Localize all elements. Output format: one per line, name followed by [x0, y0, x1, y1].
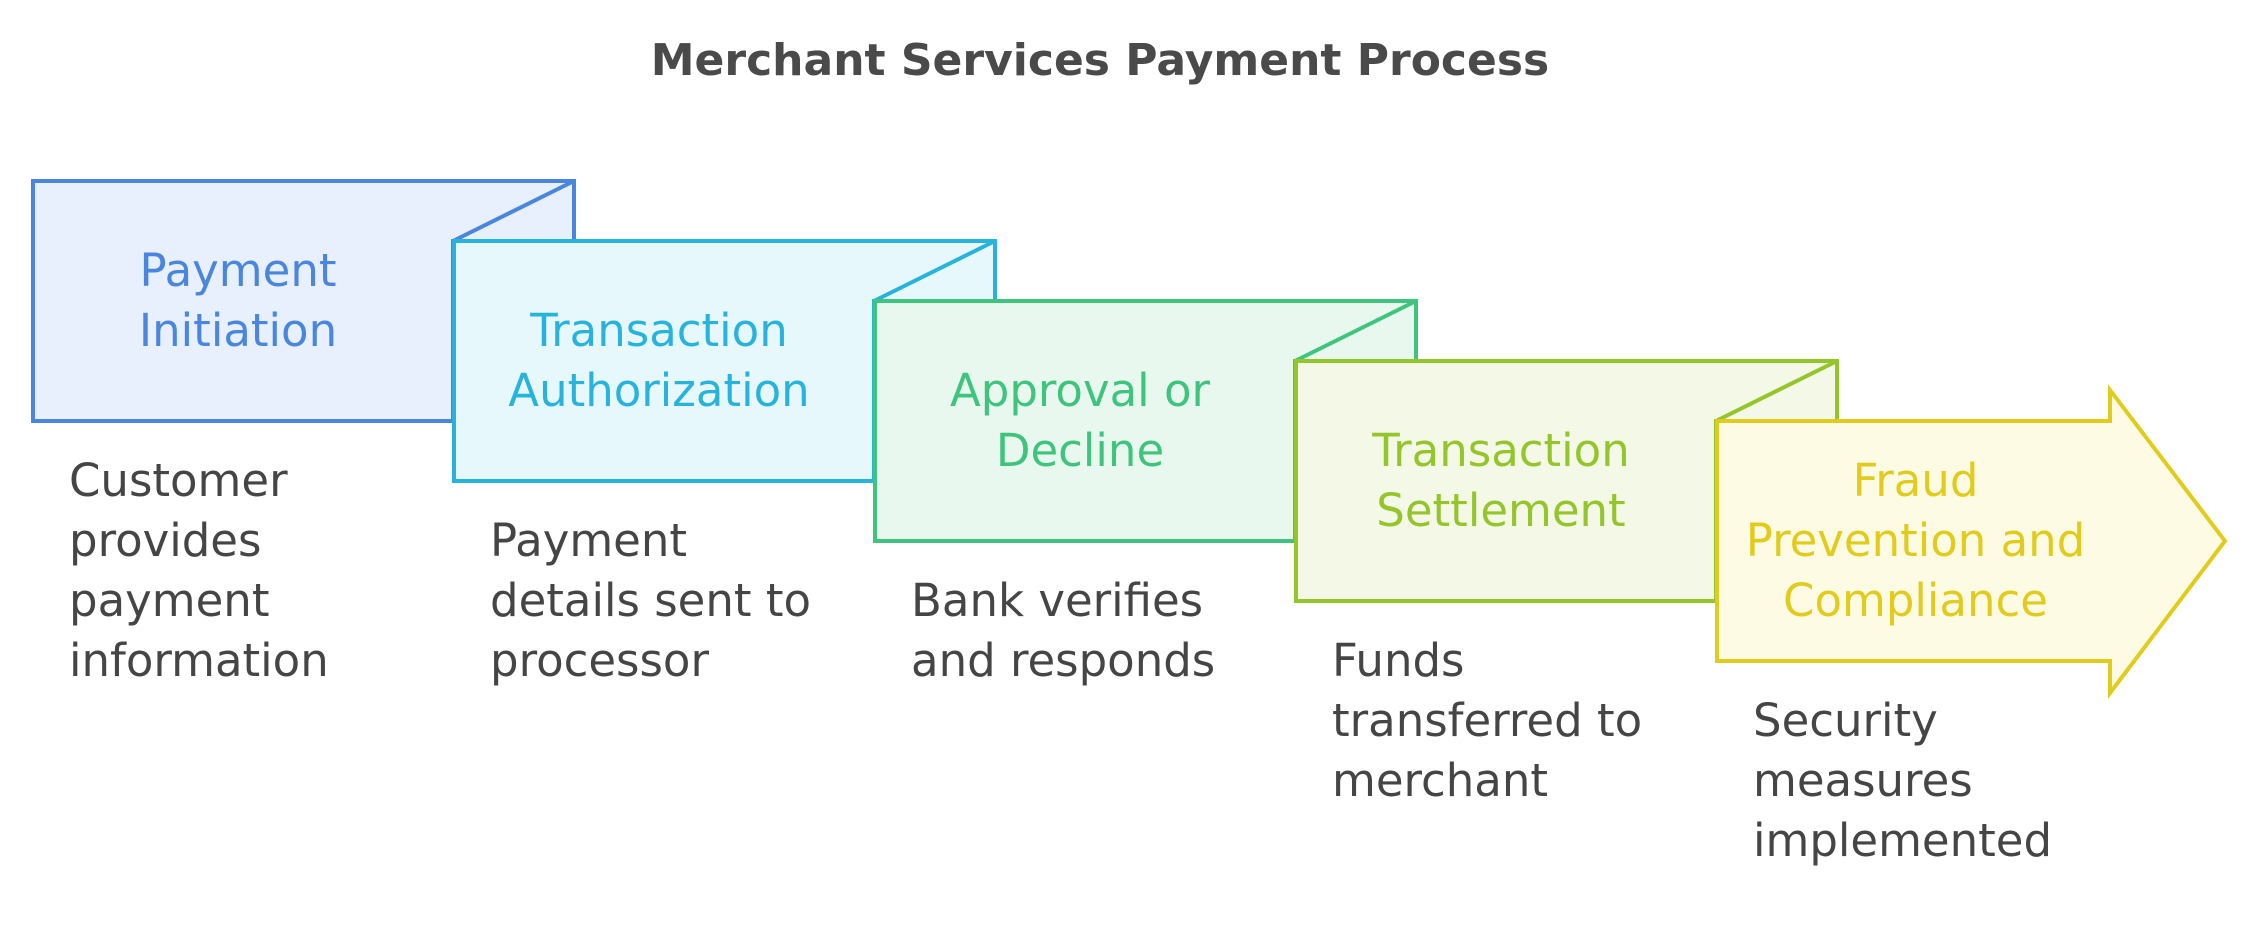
step-description-line: payment [69, 574, 269, 627]
step-arrow-shape [1715, 384, 2228, 699]
step-label-line: Fraud [1853, 454, 1979, 507]
step-description: Payment details sent to processor [490, 514, 811, 687]
step-label-line: Settlement [1376, 484, 1625, 537]
step-description-line: measures [1753, 754, 1973, 807]
step-description-line: merchant [1332, 754, 1548, 807]
step-label-line: Authorization [508, 364, 809, 417]
step-description: Funds transferred to merchant [1332, 634, 1642, 807]
step-description-line: Payment [490, 514, 687, 567]
step-description-line: processor [490, 634, 709, 687]
step-label-line: Transaction [529, 304, 787, 357]
step-description-line: information [69, 634, 329, 687]
step-description-line: Funds [1332, 634, 1464, 687]
step-label-line: Transaction [1371, 424, 1629, 477]
step-label-line: Initiation [139, 304, 337, 357]
step-label-line: Decline [996, 424, 1164, 477]
step-description-line: provides [69, 514, 261, 567]
step-label-line: Prevention and [1746, 514, 2086, 567]
step-description-line: transferred to [1332, 694, 1642, 747]
step-description-line: Customer [69, 454, 288, 507]
step-description-line: details sent to [490, 574, 811, 627]
step-fold-edge [1715, 359, 1838, 423]
step-label-line: Approval or [950, 364, 1211, 417]
step-description: Bank verifies and responds [911, 574, 1215, 687]
step-description-line: Bank verifies [911, 574, 1203, 627]
step-description: Security measures implemented [1753, 694, 2052, 867]
step-description-line: implemented [1753, 814, 2052, 867]
step-description-line: and responds [911, 634, 1215, 687]
step-label: Approval or Decline [950, 364, 1211, 477]
step-label-line: Payment [139, 244, 336, 297]
diagram-title: Merchant Services Payment Process [651, 35, 1549, 86]
step-fold-edge [452, 179, 575, 243]
step-fold-edge [1294, 299, 1417, 363]
step-fold-edge [873, 239, 996, 303]
step-label-line: Compliance [1783, 574, 2048, 627]
step-description: Customer provides payment information [69, 454, 329, 687]
step-description-line: Security [1753, 694, 1938, 747]
